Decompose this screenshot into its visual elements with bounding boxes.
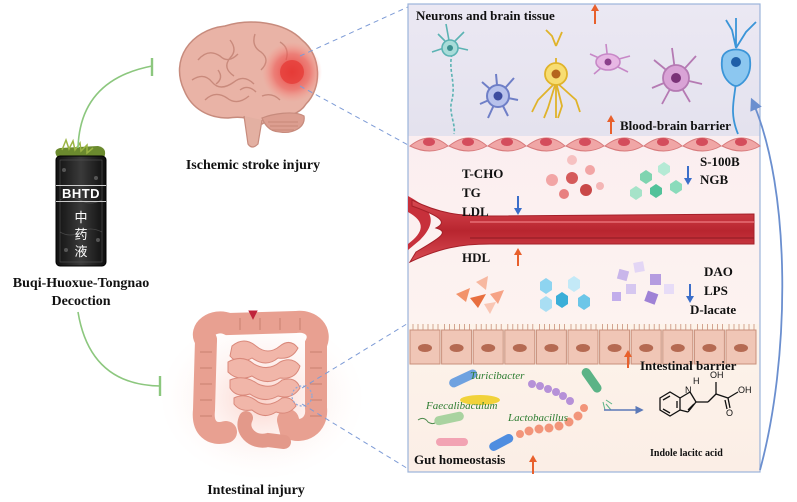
bbb-cell xyxy=(565,137,605,152)
decoction-box-char-2: 药 xyxy=(74,228,88,243)
bbb-label: Blood-brain barrier xyxy=(620,118,731,133)
intestinal-cell xyxy=(504,324,536,365)
chem-label-o: O xyxy=(726,408,734,418)
bbb-cell xyxy=(643,137,683,152)
zoom-line-gut-bottom xyxy=(301,403,411,471)
marker-ldl: LDL xyxy=(462,204,489,219)
blood-vessel xyxy=(408,196,755,264)
bbb-cell xyxy=(409,137,449,152)
red-particles xyxy=(546,155,604,199)
stroke-label: Ischemic stroke injury xyxy=(185,158,321,173)
bacteria-faecalibaculum: Faecalibaculum xyxy=(426,400,498,412)
bacteria-turicibacter: Turicibacter xyxy=(470,370,525,382)
intestinal-cell xyxy=(535,324,567,365)
bbb-cell xyxy=(526,137,566,152)
marker-lps: LPS xyxy=(704,283,728,298)
bbb-cell xyxy=(682,137,722,152)
marker-hdl: HDL xyxy=(462,250,491,265)
green-particles xyxy=(630,162,682,200)
intestinal-cell xyxy=(725,324,757,365)
intestinal-injury-label: Intestinal injury xyxy=(207,483,305,498)
bbb-cell xyxy=(721,137,761,152)
zoom-line-mid xyxy=(299,85,411,147)
bacteria-beads xyxy=(516,404,588,438)
brain-illustration xyxy=(170,21,322,148)
intestinal-cell xyxy=(599,324,631,365)
neuron-cell-3 xyxy=(531,29,581,119)
bacteria-chain xyxy=(528,380,574,405)
marker-tg: TG xyxy=(462,185,481,200)
chem-label-h: H xyxy=(693,376,700,386)
marker-dlacate: D-lacate xyxy=(690,302,737,317)
decoction-box-label: BHTD xyxy=(56,185,106,202)
zoom-line-top xyxy=(299,5,411,57)
marker-tcho: T-CHO xyxy=(462,166,504,181)
intestinal-cell-row xyxy=(409,324,757,365)
neuron-cell-6 xyxy=(720,18,757,135)
decoction-package xyxy=(55,137,107,267)
marker-dao: DAO xyxy=(704,264,733,279)
square-particles xyxy=(612,261,674,305)
bbb-cell xyxy=(604,137,644,152)
hexagon-particles xyxy=(540,276,590,312)
decoction-box-char-3: 液 xyxy=(74,245,88,260)
marker-s100b: S-100B xyxy=(700,154,740,169)
intestinal-cell xyxy=(472,324,504,365)
chem-label-oh-right: OH xyxy=(738,385,752,395)
zoom-line-gut-top xyxy=(301,321,411,389)
decoction-name-line2: Decoction xyxy=(51,294,111,309)
neurons-title: Neurons and brain tissue xyxy=(416,8,555,23)
neuron-cell-4 xyxy=(589,43,631,75)
neuron-cell-2 xyxy=(479,73,519,119)
neuron-cells xyxy=(431,18,757,135)
indole-lactic-acid-structure xyxy=(659,382,739,417)
chem-label-n: N xyxy=(685,385,692,395)
bacteria-lactobacillus: Lactobacillus xyxy=(508,412,568,424)
intestine-illustration xyxy=(162,310,362,478)
bbb-cell-row xyxy=(409,137,761,152)
intestinal-cell xyxy=(441,324,473,365)
neuron-cell-5 xyxy=(651,47,703,105)
gut-brain-axis-arrow xyxy=(750,97,784,471)
gut-bacteria xyxy=(417,368,613,451)
triangle-particles xyxy=(456,276,504,314)
inhibit-line-gut xyxy=(77,311,161,387)
inhibit-line-brain xyxy=(77,65,153,149)
intestinal-cell xyxy=(409,324,441,365)
intestinal-cell xyxy=(662,324,694,365)
gut-homeostasis-label: Gut homeostasis xyxy=(414,452,506,467)
intestinal-barrier-label: Intestinal barrier xyxy=(640,358,737,373)
decoction-name-line1: Buqi-Huoxue-Tongnao xyxy=(12,276,150,291)
metabolite-label: Indole lacitc acid xyxy=(650,448,723,459)
chem-label-oh-top: OH xyxy=(710,370,724,380)
bbb-cell xyxy=(448,137,488,152)
neuron-cell-1 xyxy=(431,23,469,135)
decoction-box-char-1: 中 xyxy=(74,211,88,226)
intestinal-cell xyxy=(693,324,725,365)
intestinal-cell xyxy=(567,324,599,365)
intestinal-cell xyxy=(630,324,662,365)
bbb-cell xyxy=(487,137,527,152)
marker-ngb: NGB xyxy=(700,172,729,187)
